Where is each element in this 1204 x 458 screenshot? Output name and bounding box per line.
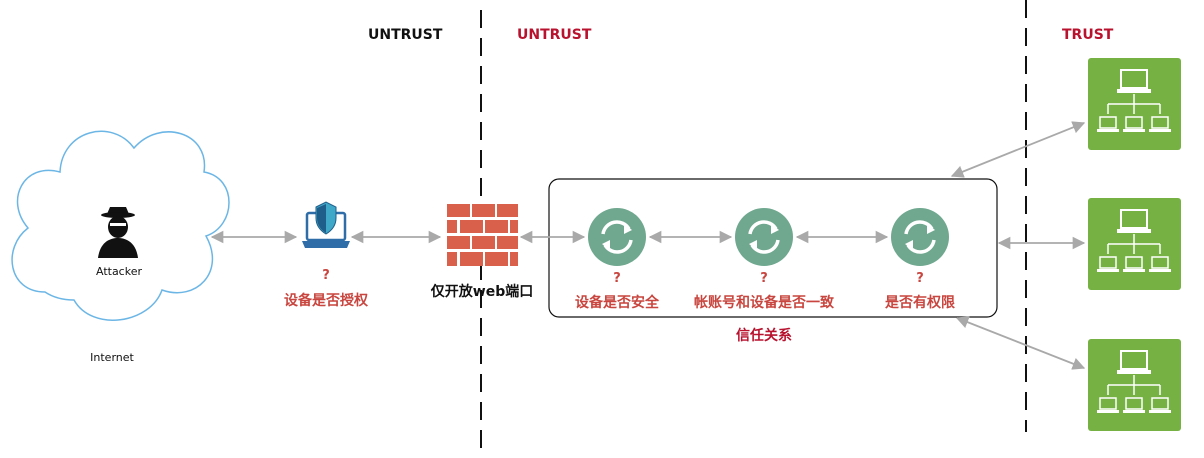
firewall-label: 仅开放web端口	[430, 284, 534, 300]
check-question-mark: ?	[613, 271, 621, 286]
check-question-mark: ?	[760, 271, 768, 286]
check-question-mark: ?	[916, 271, 924, 286]
network-hosts-icon	[1088, 339, 1181, 431]
firewall-icon	[447, 204, 518, 266]
check-label: 设备是否安全	[575, 295, 659, 311]
laptop-check-label: 设备是否授权	[284, 293, 368, 309]
zone-label-trust: TRUST	[1062, 27, 1114, 43]
check-label: 是否有权限	[885, 295, 955, 311]
trust-relationship-label: 信任关系	[736, 328, 792, 344]
hacker-icon	[98, 207, 138, 258]
check-label: 帐账号和设备是否一致	[694, 295, 834, 311]
sync-icon	[588, 208, 646, 266]
sync-icon	[735, 208, 793, 266]
attacker-label: Attacker	[95, 265, 142, 278]
sync-icon	[891, 208, 949, 266]
network-hosts-icon	[1088, 58, 1181, 150]
zone-label-untrust-left: UNTRUST	[368, 27, 443, 43]
link-arrow	[955, 316, 1086, 370]
trust-relationship-box	[548, 178, 998, 318]
zone-label-untrust-mid: UNTRUST	[517, 27, 592, 43]
laptop-question-mark: ?	[322, 268, 330, 283]
network-hosts-icon	[1088, 198, 1181, 290]
internet-label: Internet	[90, 351, 134, 364]
secured-laptop-icon	[302, 201, 350, 248]
link-arrow	[950, 121, 1086, 178]
